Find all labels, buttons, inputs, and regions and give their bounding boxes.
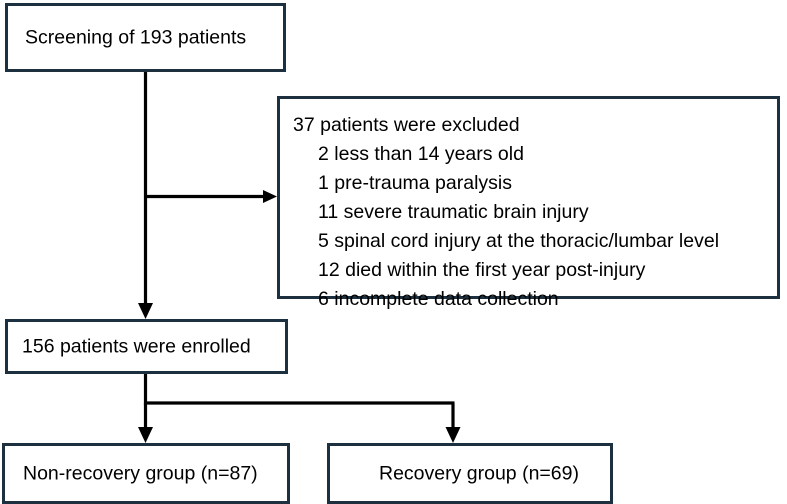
arrowhead-to-non-recovery: [138, 427, 153, 443]
node-enrolled[interactable]: 156 patients were enrolled: [5, 319, 288, 374]
arrowhead-to-enrolled: [138, 303, 153, 319]
exclusion-list: 37 patients were excluded 2 less than 14…: [293, 111, 773, 314]
node-non-recovery-group-label: Non-recovery group (n=87): [23, 461, 258, 484]
exclusion-item: 12 died within the first year post-injur…: [318, 259, 646, 281]
node-recovery-group-label: Recovery group (n=69): [379, 461, 579, 484]
node-enrolled-label: 156 patients were enrolled: [22, 334, 251, 357]
node-exclusions[interactable]: 37 patients were excluded 2 less than 14…: [277, 96, 780, 310]
node-screening-label: Screening of 193 patients: [25, 25, 247, 48]
node-screening[interactable]: Screening of 193 patients: [5, 3, 286, 72]
exclusion-item: 6 incomplete data collection: [318, 288, 559, 310]
arrowhead-to-exclusions: [263, 190, 277, 203]
node-recovery-group[interactable]: Recovery group (n=69): [327, 443, 613, 504]
exclusion-item: 1 pre-trauma paralysis: [318, 172, 512, 194]
node-non-recovery-group[interactable]: Non-recovery group (n=87): [2, 443, 290, 504]
exclusion-item: 5 spinal cord injury at the thoracic/lum…: [318, 230, 720, 252]
arrowhead-to-recovery: [445, 427, 461, 443]
exclusion-heading: 37 patients were excluded: [293, 114, 520, 136]
exclusion-item: 2 less than 14 years old: [318, 143, 524, 165]
exclusion-item: 11 severe traumatic brain injury: [318, 201, 589, 223]
